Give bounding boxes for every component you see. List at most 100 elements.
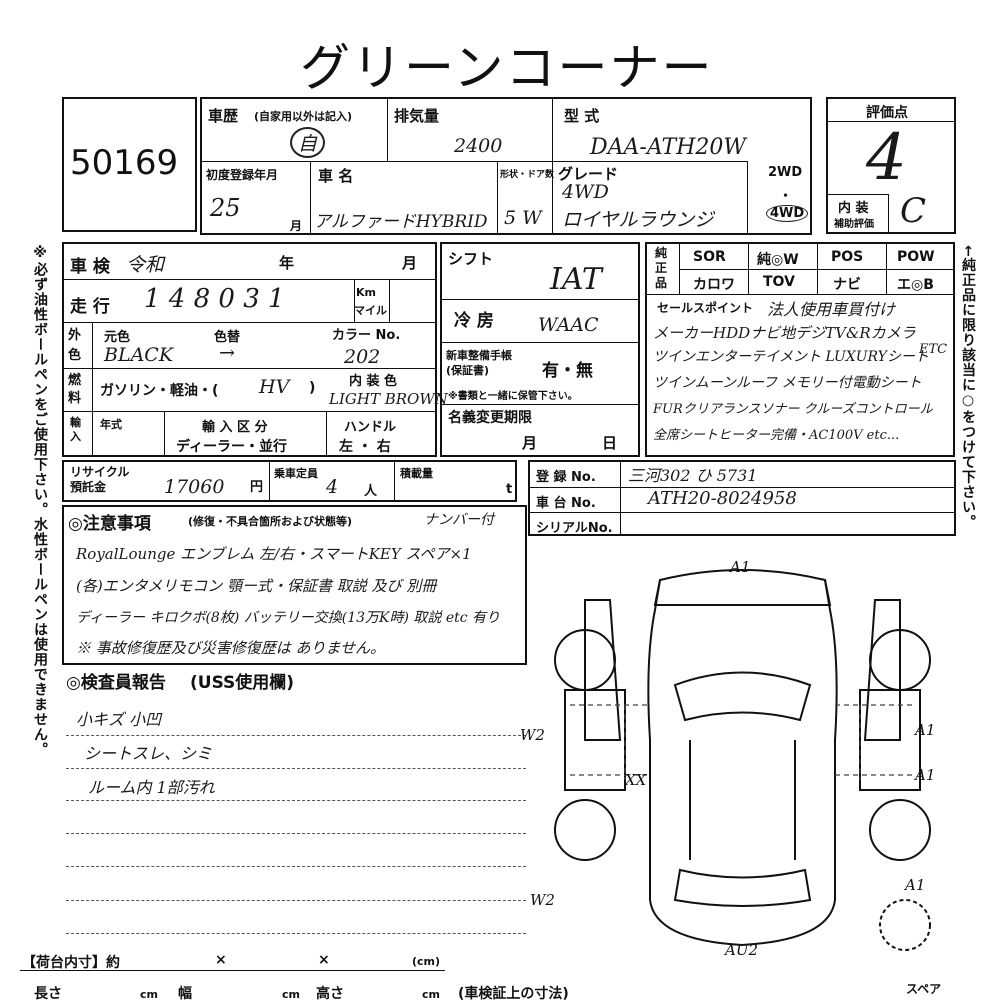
notes-plate: ナンバー付	[424, 512, 494, 528]
sales-line-2: メーカーHDDナビ地デジTV&Rカメラ	[653, 324, 916, 342]
ac-value: WAAC	[538, 314, 599, 336]
inspector-label: ◎検査員報告	[66, 673, 166, 693]
vehicle-diagram: A1 W2 A1 A1 XX A1 W2 AU2	[520, 558, 935, 959]
ac-label: 冷 房	[454, 311, 494, 331]
seats-unit: 人	[364, 484, 378, 499]
first-reg-month: 月	[290, 219, 303, 233]
manual-opts: 有・無	[542, 361, 593, 381]
rating-score: 4	[866, 121, 907, 195]
diagram-mark-1: A1	[728, 558, 750, 576]
inspector-line-3: ルーム内 1部汚れ	[88, 778, 215, 797]
recycle-unit: 円	[250, 480, 264, 495]
recycle-label: リサイクル 預託金	[70, 465, 130, 494]
diagram-mark-3: A1	[913, 721, 935, 739]
import-class: 輸 入 区 分	[202, 420, 268, 435]
side-note-left: ※必ず油性ボールペンをご使用下さい。水性ボールペンは使用できません。	[32, 245, 48, 757]
interior-grade: C	[900, 191, 927, 231]
grade-value: ロイヤルラウンジ	[562, 209, 714, 231]
handle-opts: 左 ・ 右	[339, 439, 391, 455]
cargo-cm: (cm)	[412, 955, 441, 968]
cargo-height-unit: cm	[422, 988, 440, 1001]
diagram-mark-8: AU2	[723, 941, 758, 959]
inspection-era: 令和	[126, 254, 165, 276]
load-unit: t	[506, 482, 513, 497]
notes-line-2: (各)エンタメリモコン 顎ー式・保証書 取説 及び 別冊	[76, 577, 437, 595]
sales-points-label: セールスポイント	[657, 301, 754, 315]
sales-line-1: 法人使用車買付け	[767, 300, 896, 319]
fuel-options: ガソリン・軽油・(	[100, 383, 219, 399]
color-code: 202	[344, 346, 381, 368]
grade-label: グレード	[558, 165, 619, 183]
shift-label: シフト	[448, 250, 494, 268]
inspection-month: 月	[402, 254, 418, 272]
mileage-unit: Km	[356, 286, 376, 299]
cargo-width: 幅	[178, 986, 192, 1002]
car-name-value: アルファードHYBRID	[314, 212, 488, 232]
load-label: 積載量	[400, 467, 433, 480]
seats-label: 乗車定員	[274, 467, 318, 480]
diagram-mark-2: W2	[520, 726, 545, 744]
rating-label: 評価点	[866, 105, 908, 121]
chassis-value: ATH20-8024958	[648, 488, 797, 509]
recycle-box: リサイクル 預託金 17060 円 乗車定員 4 人 積載量 t	[62, 460, 517, 502]
import-class-opts: ディーラー・並行	[176, 439, 288, 455]
name-change-month: 月	[522, 434, 538, 452]
color-label: 外色	[68, 328, 82, 363]
first-reg-label: 初度登録年月	[206, 168, 279, 182]
fuel-close: )	[309, 380, 316, 396]
page-title: グリーンコーナー	[300, 39, 714, 97]
serial-label: シリアルNo.	[536, 521, 613, 536]
diagram-mark-5: XX	[624, 771, 648, 789]
reg-label: 登 録 No.	[536, 470, 596, 485]
rating-box: 評価点 4 内 装 補助評価 C	[826, 97, 956, 234]
handle-label: ハンドル	[344, 420, 397, 435]
diagram-mark-7: W2	[530, 891, 555, 909]
manual-label: 新車整備手帳 (保証書)	[446, 349, 512, 377]
lot-number-box: 50169	[62, 97, 197, 232]
history-label: 車歴	[208, 107, 239, 125]
grade-drive: 4WD	[562, 181, 609, 203]
shape-label: 形状・ドア数	[500, 170, 555, 180]
model-label: 型 式	[564, 107, 600, 125]
history-note: (自家用以外は記入)	[254, 110, 353, 123]
cargo-width-unit: cm	[282, 988, 300, 1001]
color-value: BLACK	[104, 344, 174, 366]
inspection-year: 年	[279, 254, 295, 272]
name-change-day: 日	[602, 434, 618, 452]
mileage-unit2: マイル	[354, 304, 387, 317]
car-name-label: 車 名	[318, 167, 354, 185]
reg-value: 三河302 ひ 5731	[628, 466, 758, 485]
side-note-right: ←純正品に限り該当に○をつけて下さい。	[960, 245, 976, 530]
cargo-height: 高さ	[316, 986, 344, 1002]
interior-label: 内 装	[838, 201, 869, 216]
color-code-label: カラー No.	[332, 328, 401, 343]
displacement-value: 2400	[454, 135, 503, 157]
recycle-value: 17060	[164, 476, 225, 498]
cargo-label: 【荷台内寸】約	[22, 955, 120, 971]
color-change: 色替	[214, 330, 241, 345]
name-change-label: 名義変更期限	[448, 410, 532, 426]
chassis-label: 車 台 No.	[536, 496, 596, 511]
mileage-label: 走 行	[70, 297, 110, 317]
shape-value: 5 W	[504, 207, 542, 229]
inspection-box: 車 検 令和 年 月 走 行 1 4 8 0 3 1 Km マイル 外色 元色 …	[62, 242, 448, 457]
seats-value: 4	[326, 476, 339, 498]
genuine-item-6: TOV	[763, 274, 795, 290]
interior-sub: 補助評価	[834, 219, 874, 230]
inspector-line-1: 小キズ 小凹	[76, 710, 162, 729]
vehicle-info-box: 車歴 (自家用以外は記入) 自 排気量 2400 型 式 DAA-ATH20W …	[200, 97, 812, 235]
interior-color-value: LIGHT BROWN	[329, 390, 448, 408]
shift-box: シフト IAT 冷 房 WAAC 新車整備手帳 (保証書) 有・無 ※書類と一緒…	[440, 242, 640, 457]
cargo-note: (車検証上の寸法)	[458, 986, 569, 1002]
notes-line-4: ※ 事故修復歴及び災害修復歴は ありません。	[76, 639, 386, 657]
diagram-mark-4: A1	[913, 766, 935, 784]
genuine-item-3: POS	[831, 249, 864, 265]
lot-number: 50169	[70, 143, 179, 183]
fuel-label: 燃料	[68, 373, 82, 406]
cargo-x1: ×	[215, 952, 227, 968]
inspector-sub: (USS使用欄)	[190, 673, 295, 693]
cargo-length-unit: cm	[140, 988, 158, 1001]
sales-line-4: ツインムーンルーフ メモリー付電動シート	[653, 375, 922, 391]
sales-line-3: ツインエンターテイメント LUXURYシート	[653, 349, 929, 365]
notes-box: ◎注意事項 (修復・不具合箇所および状態等) ナンバー付 RoyalLounge…	[62, 505, 527, 665]
